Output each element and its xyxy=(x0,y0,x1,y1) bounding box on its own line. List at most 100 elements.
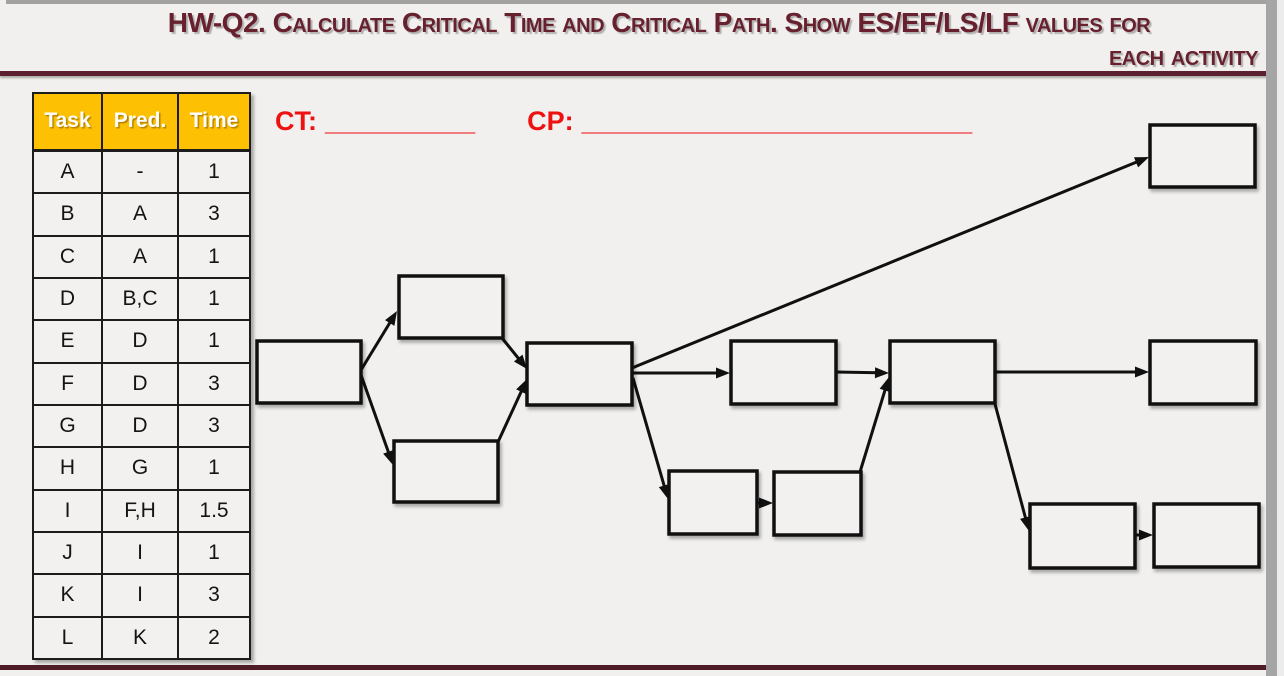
task-table-cell: 1 xyxy=(177,530,251,576)
answer-prompt: CT: __________ CP:________________________… xyxy=(275,106,972,137)
task-table-cell: E xyxy=(32,319,103,364)
task-table-cell: I xyxy=(101,573,179,618)
task-table-cell: B,C xyxy=(101,276,179,322)
bottom-divider-rule xyxy=(0,665,1284,670)
arrowhead-box-9-box-11 xyxy=(1020,516,1031,531)
activity-node-box-9 xyxy=(888,339,997,405)
slide-title-line-2: each activity xyxy=(1108,40,1259,71)
edge-box-9-box-11 xyxy=(993,403,1028,521)
task-table-row: A-1 xyxy=(32,148,251,195)
task-table-cell: A xyxy=(32,148,103,195)
task-table-cell: 3 xyxy=(177,403,251,449)
edge-box-1-box-2 xyxy=(359,319,393,371)
task-table-cell: K xyxy=(101,615,179,661)
activity-node-box-11 xyxy=(1028,502,1137,570)
task-table-header-time: Time xyxy=(177,92,251,152)
arrowhead-box-2-box-4 xyxy=(513,354,527,369)
scrollbar[interactable] xyxy=(1266,0,1277,676)
activity-node-box-3 xyxy=(392,439,500,504)
activity-node-box-8 xyxy=(772,470,863,537)
task-table-cell: D xyxy=(101,319,179,364)
task-table-header-row: Task Pred. Time xyxy=(32,92,251,152)
title-divider-rule xyxy=(0,71,1284,76)
task-table-cell: C xyxy=(32,234,103,279)
task-table-cell: F xyxy=(32,361,103,406)
task-table-cell: 3 xyxy=(177,361,251,406)
task-table-cell: 1 xyxy=(177,446,251,491)
arrowhead-box-9-box-10 xyxy=(1135,366,1149,378)
task-table-header-pred: Pred. xyxy=(101,92,179,152)
task-table-cell: A xyxy=(101,192,179,237)
arrowhead-box-8-box-9 xyxy=(879,377,891,392)
task-table-cell: 1 xyxy=(177,234,251,279)
task-table-cell: 1 xyxy=(177,276,251,322)
slide-title-line-1: HW-Q2. Calculate Critical Time and Criti… xyxy=(167,7,1151,38)
task-table-cell: 1.5 xyxy=(177,488,251,533)
edge-box-8-box-9 xyxy=(858,387,888,473)
activity-node-box-5 xyxy=(1148,123,1257,189)
arrowhead-box-1-box-3 xyxy=(383,449,394,465)
edge-box-4-box-5 xyxy=(631,159,1140,370)
arrowhead-box-11-box-12 xyxy=(1139,529,1153,541)
critical-time-label: CT: xyxy=(275,106,317,136)
slide-title: HW-Q2. Calculate Critical Time and Criti… xyxy=(0,6,1259,72)
activity-node-box-12 xyxy=(1152,502,1261,569)
critical-path-blank: __________________________ xyxy=(581,106,973,136)
task-table-cell: 3 xyxy=(177,573,251,618)
edge-box-2-box-4 xyxy=(500,337,522,362)
arrowhead-box-1-box-2 xyxy=(385,311,397,326)
task-table-cell: G xyxy=(32,403,103,449)
task-table-cell: A xyxy=(101,234,179,279)
task-table-cell: H xyxy=(32,446,103,491)
edge-box-1-box-3 xyxy=(359,374,391,456)
task-table-cell: D xyxy=(101,403,179,449)
arrowhead-box-4-box-7 xyxy=(658,484,670,499)
arrowhead-box-4-box-5 xyxy=(1133,157,1149,168)
task-table-cell: 3 xyxy=(177,192,251,237)
page-right-margin xyxy=(1277,0,1284,676)
activity-node-box-7 xyxy=(667,469,759,536)
task-table-cell: 1 xyxy=(177,148,251,195)
activity-node-box-2 xyxy=(397,274,505,340)
arrowhead-box-3-box-4 xyxy=(516,379,527,395)
task-table-cell: J xyxy=(32,530,103,576)
critical-path-label: CP: xyxy=(527,106,574,136)
window-top-edge xyxy=(6,0,1284,4)
task-table-cell: 1 xyxy=(177,319,251,364)
task-table-cell: G xyxy=(101,446,179,491)
task-table-cell: L xyxy=(32,615,103,661)
task-table-cell: I xyxy=(101,530,179,576)
activity-node-box-6 xyxy=(729,339,838,406)
critical-time-blank: __________ xyxy=(325,106,476,136)
activity-node-box-10 xyxy=(1148,339,1258,406)
task-table-header-task: Task xyxy=(32,92,103,152)
task-table-cell: 2 xyxy=(177,615,251,661)
arrowhead-box-4-box-6 xyxy=(716,367,730,379)
task-table-cell: - xyxy=(101,148,179,195)
edge-box-3-box-4 xyxy=(496,388,524,443)
edge-box-4-box-7 xyxy=(631,377,667,489)
task-table-cell: B xyxy=(32,192,103,237)
task-table-cell: I xyxy=(32,488,103,533)
activity-node-box-1 xyxy=(255,339,363,405)
arrowhead-box-7-box-8 xyxy=(759,497,773,509)
activity-node-box-4 xyxy=(525,341,634,407)
task-table-cell: K xyxy=(32,573,103,618)
task-table-cell: D xyxy=(32,276,103,322)
task-table-cell: D xyxy=(101,361,179,406)
edge-box-6-box-9 xyxy=(835,370,879,375)
